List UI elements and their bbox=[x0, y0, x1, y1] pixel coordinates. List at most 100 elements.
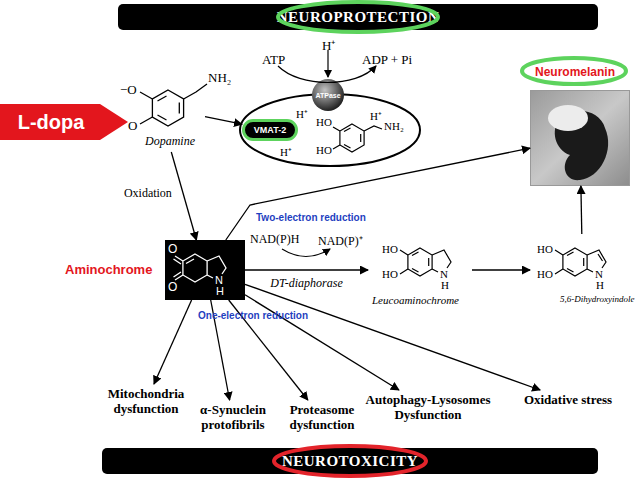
bond bbox=[567, 252, 584, 272]
node-text: O bbox=[168, 242, 177, 256]
vesicular-dopamine: HO H⁺NH₂ HO bbox=[316, 108, 406, 160]
dihydroxyindole-molecule: HO HO NH 5,6-Dihydroxyindole bbox=[530, 234, 635, 306]
node-text: H⁺ bbox=[280, 144, 292, 159]
node-text: H bbox=[441, 279, 449, 291]
reaction-arrow bbox=[580, 186, 582, 234]
ldopa-arrow: L-dopa bbox=[0, 104, 128, 140]
ldopa-arrow-outline bbox=[0, 104, 128, 140]
bond bbox=[207, 256, 226, 278]
dihydroxyindole-bonds bbox=[555, 248, 606, 276]
node-text: L-dopa bbox=[18, 111, 85, 134]
header-band: NEUROPROTECTION bbox=[118, 4, 598, 30]
reaction-arrow bbox=[211, 300, 230, 400]
lipid-droplet bbox=[548, 105, 588, 131]
bond bbox=[152, 90, 183, 126]
bond bbox=[186, 259, 194, 264]
reaction-arrow bbox=[245, 269, 368, 270]
annotation-label: ADP + Pi bbox=[362, 52, 412, 68]
vmat2-transporter: VMAT-2 bbox=[242, 119, 298, 141]
node-text: N bbox=[595, 268, 603, 280]
bond bbox=[412, 252, 429, 272]
vesicular-dopamine-bonds bbox=[333, 124, 382, 152]
node-text: α-Synuclein protofibrils bbox=[192, 403, 274, 433]
outcome-label: α-Synuclein protofibrils bbox=[192, 400, 274, 436]
reaction-arrow bbox=[205, 117, 242, 125]
aminochrome-molecule: AminochromeOONH bbox=[165, 240, 245, 300]
node-text: Autophagy-Lysosomes Dysfunction bbox=[358, 393, 498, 423]
node-text: O bbox=[128, 118, 137, 134]
node-text: NEUROPROTECTION bbox=[277, 9, 440, 26]
bond bbox=[400, 250, 451, 274]
synaptic-vesicle: H⁺H⁺VMAT-2ATPaseHOH⁺NH₂HO bbox=[238, 92, 422, 168]
bond bbox=[333, 126, 382, 149]
node-text: H bbox=[596, 279, 604, 291]
outcome-label: Mitochondria dysfunction bbox=[100, 384, 192, 420]
aminochrome-bonds bbox=[174, 254, 227, 282]
annotation-label: NAD(P)⁺ bbox=[318, 232, 363, 249]
node-text: H⁺ bbox=[370, 108, 382, 123]
reaction-arrow bbox=[226, 148, 530, 240]
bond bbox=[563, 248, 587, 276]
node-text: −O bbox=[120, 82, 137, 98]
bond bbox=[555, 250, 606, 274]
node-text: Aminochrome bbox=[65, 262, 152, 277]
node-text: Proteasome dysfunction bbox=[282, 403, 362, 433]
bond bbox=[158, 96, 180, 120]
reaction-arrow bbox=[472, 269, 530, 270]
reaction-arrow bbox=[154, 300, 192, 384]
node-text: Leucoaminochrome bbox=[372, 294, 459, 306]
node-text: H⁺ bbox=[296, 106, 308, 121]
outcome-label: Proteasome dysfunction bbox=[282, 400, 362, 436]
node-text: HO bbox=[382, 243, 398, 255]
node-text: ATPase bbox=[315, 92, 340, 99]
node-text: HO bbox=[316, 116, 332, 128]
bond bbox=[140, 84, 207, 124]
neuromelanin-image: Neuromelanin bbox=[530, 90, 630, 186]
node-text: NH₂ bbox=[384, 120, 404, 132]
node-text: HO bbox=[316, 144, 332, 156]
node-text: H bbox=[216, 285, 224, 297]
atpase-pump: ATPase bbox=[311, 78, 345, 112]
atp-hydrolysis-arrow bbox=[278, 66, 376, 83]
node-text: NEUROTOXICITY bbox=[282, 453, 418, 470]
node-text: Neuromelanin bbox=[535, 65, 615, 79]
node-text: HO bbox=[537, 243, 553, 255]
reaction-arrow bbox=[245, 295, 399, 390]
highlight-ellipse bbox=[278, 2, 438, 32]
cofactor-arrow bbox=[282, 249, 330, 257]
outcome-label: Oxidative stress bbox=[510, 390, 626, 410]
bond bbox=[344, 128, 361, 148]
atpase-pump-outline bbox=[312, 79, 344, 111]
annotation-label: One-electron reduction bbox=[198, 310, 308, 321]
node-text: O bbox=[168, 280, 177, 294]
annotation-label: ATP bbox=[262, 52, 285, 68]
proton-arrow bbox=[327, 50, 328, 77]
node-text: N bbox=[215, 274, 223, 286]
node-text: HO bbox=[382, 268, 398, 280]
node-text: N bbox=[440, 268, 448, 280]
bond bbox=[183, 254, 207, 282]
dopamine-bonds bbox=[140, 84, 207, 126]
highlight-ellipse bbox=[522, 58, 626, 84]
edge-label: DT-diaphorase bbox=[270, 276, 342, 291]
node-text: NH₂ bbox=[208, 70, 231, 86]
annotation-label: Two-electron reduction bbox=[256, 212, 366, 223]
header-band: NEUROTOXICITY bbox=[102, 448, 598, 474]
node-text: 5,6-Dihydroxyindole bbox=[560, 294, 634, 304]
reaction-arrow bbox=[229, 300, 308, 400]
annotation-label: H⁺ bbox=[322, 36, 335, 54]
leucoaminochrome-molecule: HO HO NH Leucoaminochrome bbox=[368, 234, 472, 306]
bond bbox=[408, 248, 432, 276]
outcome-label: Autophagy-Lysosomes Dysfunction bbox=[358, 390, 498, 426]
highlight-ellipse bbox=[274, 446, 426, 476]
edge-label: Oxidation bbox=[124, 186, 172, 201]
reaction-arrow bbox=[245, 284, 540, 390]
node-text: Dopamine bbox=[145, 134, 195, 149]
node-text: Mitochondria dysfunction bbox=[100, 387, 192, 417]
node-text: Oxidative stress bbox=[524, 393, 612, 408]
reaction-arrow bbox=[171, 152, 196, 240]
node-text: HO bbox=[537, 268, 553, 280]
leucoaminochrome-bonds bbox=[400, 248, 451, 276]
